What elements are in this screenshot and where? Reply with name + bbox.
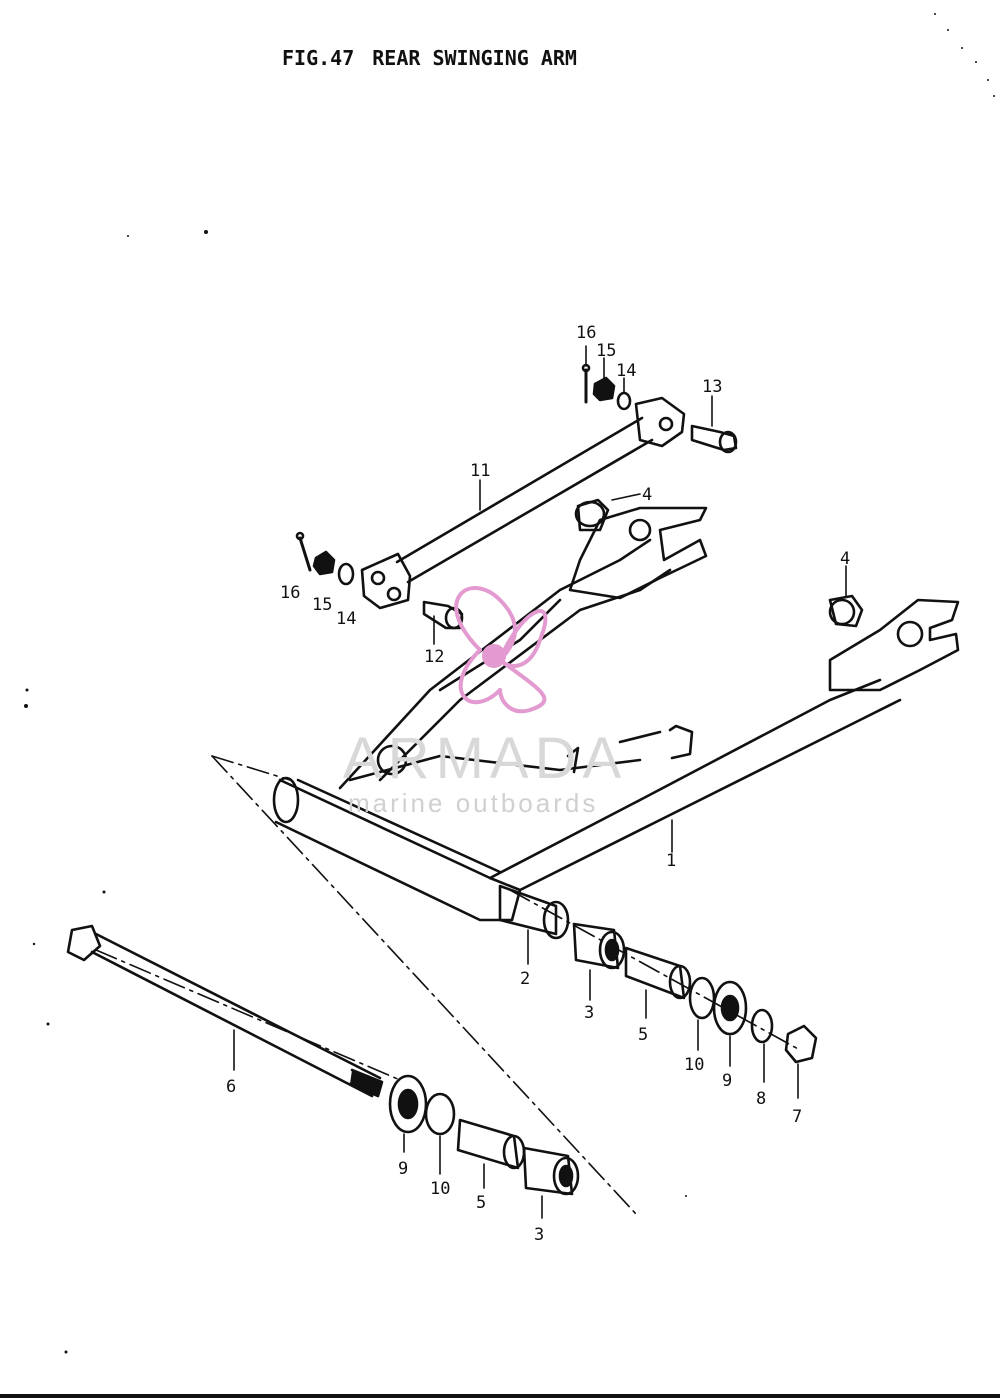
watermark: ARMADA marine outboards: [343, 586, 627, 818]
callout-16-lower: 16: [280, 583, 300, 603]
watermark-tagline: marine outboards: [348, 788, 598, 818]
callout-4-left: 4: [642, 485, 652, 505]
callout-12: 12: [424, 647, 444, 667]
callout-6: 6: [226, 1077, 236, 1097]
callout-3-lower: 3: [534, 1225, 544, 1245]
upper-pivot-hardware: [688, 976, 818, 1064]
callout-5-upper: 5: [638, 1025, 648, 1045]
tension-rod-11: [360, 396, 686, 610]
callout-7: 7: [792, 1107, 802, 1127]
callout-9-lower: 9: [398, 1159, 408, 1179]
collar-2: [498, 884, 570, 940]
callout-8: 8: [756, 1089, 766, 1109]
figure-name: REAR SWINGING ARM: [372, 46, 577, 70]
leader-lines: [233, 345, 847, 1219]
callout-10-lower: 10: [430, 1179, 450, 1199]
callout-15-lower: 15: [312, 595, 332, 615]
callout-9-upper: 9: [722, 1071, 732, 1091]
callout-labels: 16 15 14 13 11 4 4 16 15 14 12 1 2 3 5 1…: [226, 323, 850, 1245]
watermark-logo: [454, 586, 548, 714]
lower-pivot-hardware: [388, 1074, 580, 1196]
callout-10-upper: 10: [684, 1055, 704, 1075]
callout-5-lower: 5: [476, 1193, 486, 1213]
figure-title: FIG.47 REAR SWINGING ARM: [282, 46, 595, 70]
swing-arm-1: [272, 498, 960, 922]
figure-number: FIG.47: [282, 46, 355, 70]
upper-fasteners: [581, 363, 738, 454]
pivot-shaft-6: [66, 924, 384, 1098]
callout-11: 11: [470, 461, 490, 481]
watermark-brand: ARMADA: [343, 726, 627, 791]
callout-15-upper: 15: [596, 341, 616, 361]
callout-14-upper: 14: [616, 361, 636, 381]
spacer-5-upper: [624, 946, 692, 1000]
callout-2: 2: [520, 969, 530, 989]
callout-14-lower: 14: [336, 609, 356, 629]
bottom-border: [0, 1394, 1000, 1398]
centre-line: [95, 755, 801, 1215]
callout-4-right: 4: [840, 549, 850, 569]
left-fasteners: [295, 531, 464, 630]
bearing-3-upper: [572, 922, 626, 970]
scan-specks: [24, 13, 995, 1354]
callout-13: 13: [702, 377, 722, 397]
callout-16-upper: 16: [576, 323, 596, 343]
callout-3-upper: 3: [584, 1003, 594, 1023]
callout-1: 1: [666, 851, 676, 871]
